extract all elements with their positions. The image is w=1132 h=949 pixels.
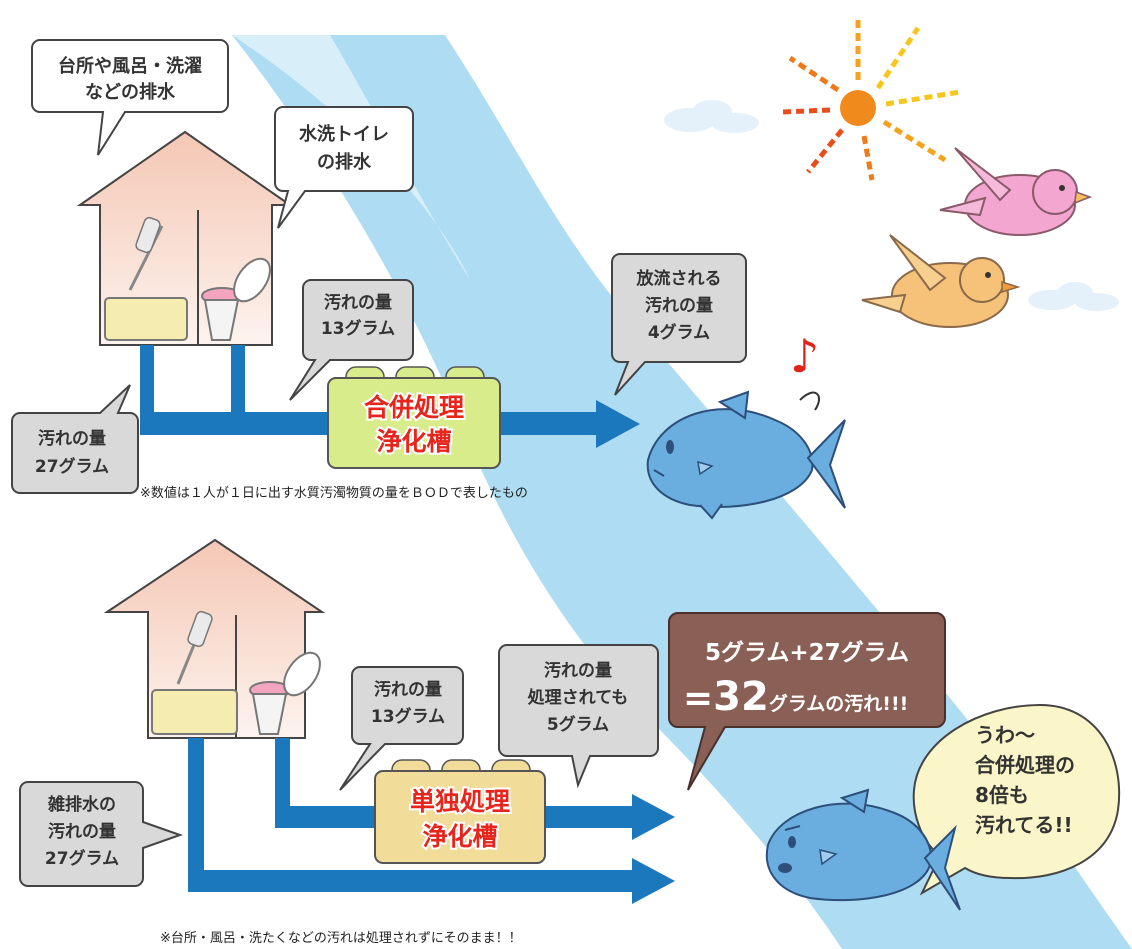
cloud: [1028, 282, 1119, 311]
bubble-toilet-load-top: 汚れの量 13グラム: [289, 279, 414, 401]
sick-fish: [765, 788, 961, 911]
bubble-grey-load-top: 汚れの量 27グラム: [11, 384, 139, 494]
speech-text: 8倍も: [975, 783, 1029, 807]
tank-label-line2: 浄化槽: [376, 427, 451, 456]
bubble-text: 汚れの量: [38, 428, 106, 449]
music-note-icon: ♪: [790, 329, 819, 383]
total-line2: =32グラムの汚れ!!!: [683, 674, 908, 720]
bubble-text: などの排水: [85, 81, 176, 103]
bubble-kitchen-wastewater: 台所や風呂・洗濯 などの排水: [31, 39, 229, 156]
bubble-text: 水洗トイレ: [299, 123, 389, 145]
bubble-text: 13グラム: [321, 318, 395, 339]
bubble-text: 汚れの量: [324, 292, 392, 313]
toilet-icon: [249, 651, 321, 735]
bubble-text: 5グラム: [547, 714, 609, 735]
bod-note: ※数値は１人が１日に出す水質汚濁物質の量をＢＯＤで表したもの: [140, 485, 528, 501]
total-number: 32: [713, 674, 769, 720]
total-rest: グラムの汚れ!!!: [769, 692, 908, 715]
fish-mouth-line: [799, 391, 820, 411]
toilet-icon: [201, 257, 271, 341]
combined-septic-tank: 合併処理 浄化槽: [327, 366, 501, 469]
bubble-text: 放流される: [636, 268, 722, 289]
total-line1: 5グラム+27グラム: [705, 639, 909, 666]
speech-text: 合併処理の: [975, 753, 1075, 777]
bubble-text: 汚れの量: [645, 295, 713, 316]
total-eq: =: [683, 678, 713, 719]
sun-icon: [781, 20, 961, 181]
bubble-total-pollution: 5グラム+27グラム =32グラムの汚れ!!!: [668, 612, 946, 791]
bubble-text: 4グラム: [648, 322, 710, 343]
pink-bird-icon: [939, 147, 1093, 236]
bubble-discharge-load: 放流される 汚れの量 4グラム: [611, 253, 747, 396]
tank-label-line1: 合併処理: [364, 393, 464, 422]
bubble-text: 13グラム: [371, 706, 445, 727]
bubble-toilet-wastewater: 水洗トイレ の排水: [274, 106, 414, 229]
bubble-text: の排水: [317, 151, 372, 173]
bathtub-icon: [151, 610, 238, 735]
bubble-text: 汚れの量: [544, 660, 612, 681]
bubble-grey-load-bottom: 雑排水の 汚れの量 27グラム: [19, 781, 184, 887]
untreated-note: ※台所・風呂・洗たくなどの汚れは処理されずにそのまま！！: [160, 931, 522, 946]
bathtub-icon: [104, 216, 188, 341]
bubble-text: 雑排水の: [47, 794, 116, 815]
speech-text: 汚れてる!!: [975, 813, 1073, 837]
bubble-text: 処理されても: [527, 688, 629, 708]
bubble-toilet-load-bottom: 汚れの量 13グラム: [339, 666, 464, 791]
bubble-treated-load: 汚れの量 処理されても 5グラム: [498, 644, 659, 789]
orange-bird-icon: [861, 234, 1021, 328]
cloud: [664, 100, 759, 133]
happy-fish: [646, 390, 846, 520]
bubble-text: 27グラム: [45, 848, 119, 869]
river-highlight: [232, 35, 470, 280]
bubble-text: 汚れの量: [48, 821, 116, 842]
speech-text: うわ～: [975, 723, 1035, 747]
standalone-septic-tank: 単独処理 浄化槽: [374, 759, 546, 864]
bubble-text: 汚れの量: [374, 679, 442, 700]
bubble-text: 台所や風呂・洗濯: [58, 55, 202, 77]
tank-label-line1: 単独処理: [410, 787, 510, 816]
bubble-text: 27グラム: [35, 456, 109, 477]
tank-label-line2: 浄化槽: [422, 822, 497, 851]
fish-speech-bubble: うわ～ 合併処理の 8倍も 汚れてる!!: [912, 703, 1121, 896]
